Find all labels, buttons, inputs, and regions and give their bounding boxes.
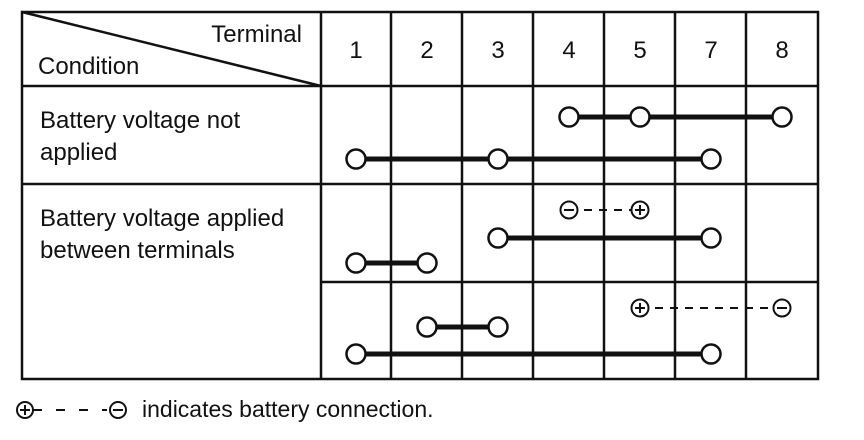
terminal-header-7: 7 <box>704 37 717 64</box>
negative-terminal-icon <box>559 200 579 220</box>
negative-terminal-icon <box>772 298 792 318</box>
terminal-header-4: 4 <box>562 37 575 64</box>
condition-row2-line1: Battery voltage applied <box>40 205 284 232</box>
legend: indicates battery connection. <box>14 396 434 423</box>
connection-row1-continuity <box>345 148 722 170</box>
terminal-node-7 <box>700 343 722 365</box>
terminal-node-1 <box>345 148 367 170</box>
connection-row2-continuity <box>487 227 722 249</box>
corner-terminal-label: Terminal <box>211 21 302 48</box>
terminal-node-7 <box>700 148 722 170</box>
terminal-header-3: 3 <box>491 37 504 64</box>
legend-symbol <box>16 400 127 419</box>
terminal-header-2: 2 <box>420 37 433 64</box>
table-border <box>20 10 820 381</box>
terminal-header-1: 1 <box>349 37 362 64</box>
terminal-node-2 <box>416 316 438 338</box>
table-grid <box>20 10 820 381</box>
terminal-node-3 <box>487 148 509 170</box>
connections-layer <box>345 106 793 365</box>
terminal-node-1 <box>345 252 367 274</box>
terminal-header-5: 5 <box>633 37 646 64</box>
terminal-node-5 <box>629 106 651 128</box>
terminal-header-8: 8 <box>775 37 788 64</box>
terminal-node-2 <box>416 252 438 274</box>
connection-row3-continuity <box>345 343 722 365</box>
terminal-node-3 <box>487 227 509 249</box>
condition-row1-line2: applied <box>40 139 117 166</box>
connection-row2-continuity <box>345 252 438 274</box>
terminal-node-4 <box>558 106 580 128</box>
terminal-node-3 <box>487 316 509 338</box>
terminal-node-1 <box>345 343 367 365</box>
connection-row2-battery <box>559 200 650 220</box>
condition-row2-line2: between terminals <box>40 237 235 264</box>
terminal-node-7 <box>700 227 722 249</box>
terminal-headers: 1 2 3 4 5 7 8 <box>349 37 788 64</box>
legend-text: indicates battery connection. <box>142 396 434 422</box>
positive-terminal-icon <box>630 298 650 318</box>
terminal-node-8 <box>771 106 793 128</box>
connection-row1-continuity <box>558 106 793 128</box>
corner-condition-label: Condition <box>38 53 139 80</box>
connection-row3-continuity <box>416 316 509 338</box>
condition-row1-line1: Battery voltage not <box>40 107 240 134</box>
corner-diagonal <box>21 10 322 88</box>
connection-row3-battery <box>630 298 792 318</box>
positive-terminal-icon <box>630 200 650 220</box>
